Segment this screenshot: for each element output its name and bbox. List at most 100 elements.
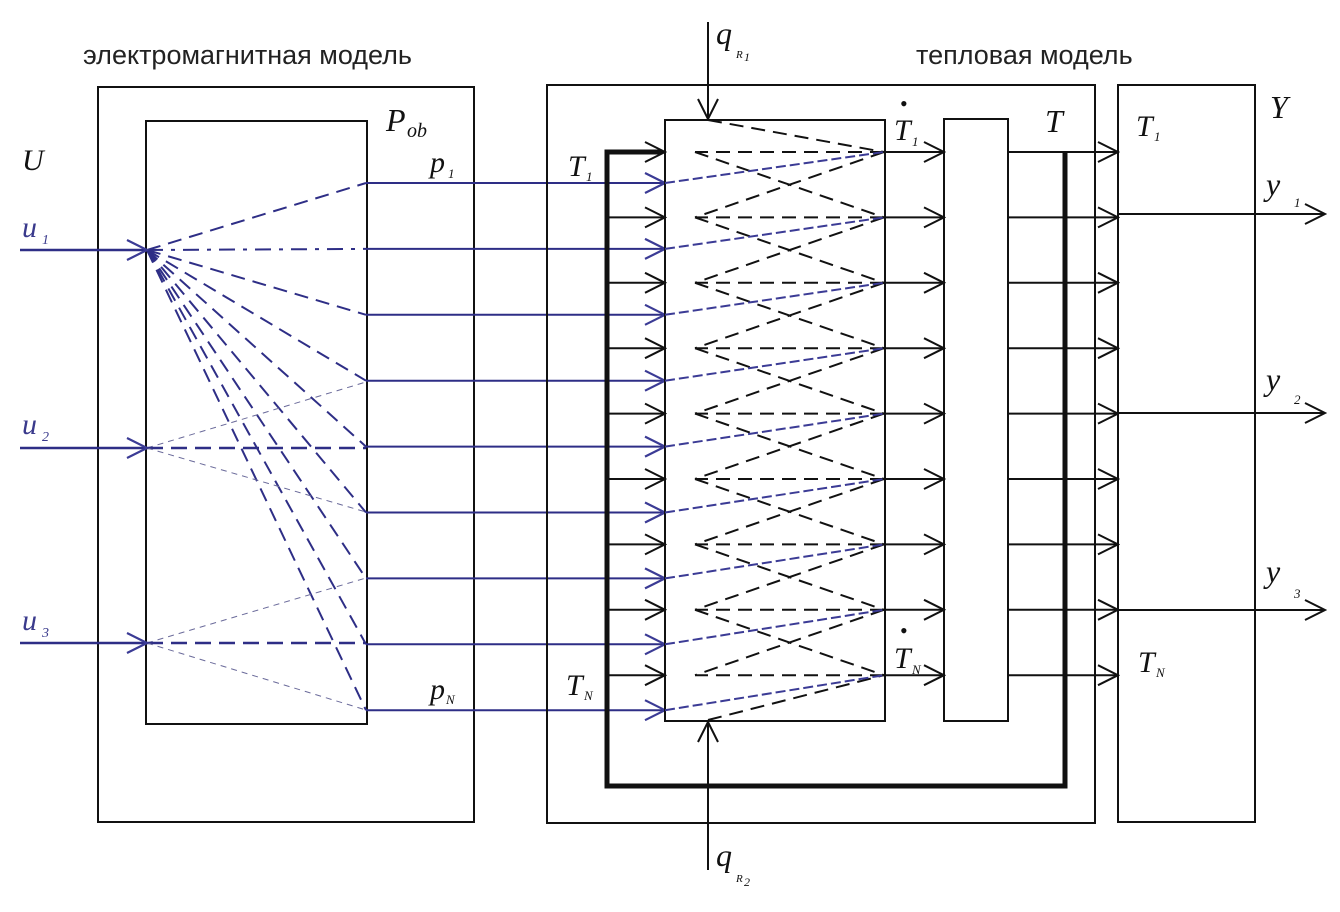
svg-text:2: 2 — [42, 430, 49, 445]
svg-text:p: p — [428, 146, 445, 179]
coupling-u1-p3 — [146, 249, 367, 316]
svg-text:T: T — [894, 114, 913, 147]
svg-text:y: y — [1263, 553, 1281, 589]
zigzag-up-5 — [694, 412, 885, 480]
output-block — [1117, 84, 1256, 823]
svg-text:1: 1 — [744, 50, 750, 64]
zigzag-up-2 — [694, 216, 885, 284]
svg-text:R: R — [735, 49, 743, 61]
svg-text:N: N — [583, 688, 594, 703]
power-vector-label: P ob — [385, 102, 427, 142]
power-p1-label: p 1 — [428, 146, 455, 181]
svg-text:N: N — [1155, 665, 1166, 680]
svg-text:y: y — [1263, 166, 1281, 202]
svg-text:y: y — [1263, 361, 1281, 397]
power-pN-label: p N — [428, 673, 456, 707]
input-u1-label: u 1 — [22, 211, 49, 248]
svg-text:2: 2 — [744, 875, 750, 889]
power-to-derivative-6 — [664, 478, 885, 514]
coupling-u1-p6 — [146, 249, 367, 514]
output-vector-label: Y — [1270, 89, 1291, 125]
svg-text:•: • — [900, 91, 908, 116]
power-signal-lines — [366, 183, 665, 710]
svg-text:u: u — [22, 408, 37, 441]
output-T1-label: T 1 — [1136, 110, 1161, 144]
electromagnetic-model-outer-block — [97, 86, 475, 823]
thermal-coupling-lines — [664, 119, 885, 721]
svg-text:R: R — [735, 873, 743, 885]
heat-flux-qR1-label: q R 1 — [716, 15, 750, 64]
temperature-signal-lines — [607, 152, 1118, 675]
power-to-derivative-8 — [664, 608, 885, 646]
power-to-derivative-7 — [664, 543, 885, 580]
coupling-u1-p4 — [146, 249, 367, 382]
zigzag-qR2 — [707, 674, 885, 721]
svg-text:ob: ob — [407, 120, 427, 142]
thermal-model-title: тепловая модель — [916, 40, 1133, 70]
svg-text:T: T — [1136, 110, 1155, 143]
power-to-derivative-2 — [664, 216, 885, 250]
svg-text:u: u — [22, 211, 37, 244]
coupling-u3-p0 — [146, 577, 367, 644]
power-to-derivative-9 — [664, 674, 885, 712]
output-y3-label: y 3 — [1263, 553, 1301, 601]
derivative-TN-label: • T N — [894, 618, 922, 677]
zigzag-up-7 — [694, 543, 885, 611]
coupling-u1-p2 — [146, 247, 367, 251]
svg-text:q: q — [716, 837, 732, 873]
coupling-u2-p2 — [146, 447, 367, 513]
svg-text:1: 1 — [1154, 129, 1161, 144]
zigzag-up-1 — [694, 151, 885, 219]
svg-text:N: N — [911, 662, 922, 677]
zigzag-qR1 — [707, 119, 885, 153]
input-u2-label: u 2 — [22, 408, 49, 445]
svg-text:•: • — [900, 618, 908, 643]
coupling-u1-p7 — [146, 249, 367, 579]
coupling-u1-p5 — [146, 249, 367, 448]
temperature-feedback-loop — [604, 149, 1068, 789]
svg-text:T: T — [1138, 646, 1157, 679]
zigzag-up-4 — [694, 347, 885, 415]
svg-text:N: N — [445, 692, 456, 707]
power-to-derivative-1 — [664, 151, 885, 184]
svg-text:P: P — [385, 102, 406, 138]
svg-text:1: 1 — [912, 134, 919, 149]
input-u3-label: u 3 — [22, 604, 49, 641]
svg-text:2: 2 — [1294, 392, 1301, 407]
output-y2-label: y 2 — [1263, 361, 1301, 407]
output-TN-label: T N — [1138, 646, 1166, 680]
svg-text:T: T — [894, 642, 913, 675]
svg-text:1: 1 — [42, 233, 49, 248]
svg-text:u: u — [22, 604, 37, 637]
svg-text:1: 1 — [586, 169, 593, 184]
zigzag-up-3 — [694, 281, 885, 350]
svg-text:3: 3 — [1293, 586, 1301, 601]
svg-text:q: q — [716, 15, 732, 51]
svg-text:T: T — [566, 669, 585, 702]
zigzag-up-6 — [694, 478, 885, 546]
heat-balance-block — [664, 119, 886, 722]
temperature-T1-label: T 1 — [568, 150, 593, 184]
temperature-TN-label: T N — [566, 669, 594, 703]
integrator-block — [943, 118, 1009, 722]
temperature-vector-label: T — [1045, 103, 1065, 139]
svg-text:T: T — [568, 150, 587, 183]
power-to-derivative-4 — [664, 347, 885, 382]
output-y1-label: y 1 — [1263, 166, 1301, 210]
svg-text:1: 1 — [1294, 195, 1301, 210]
electromagnetic-model-inner-block — [145, 120, 368, 725]
thermal-model-outer-block — [546, 84, 1096, 824]
coupling-u2-p0 — [146, 381, 367, 449]
power-to-derivative-5 — [664, 412, 885, 448]
coupling-u1-p1 — [146, 182, 367, 251]
input-vector-label: U — [22, 144, 46, 177]
heat-flux-qR2-label: q R 2 — [716, 837, 750, 889]
coupling-u3-p2 — [146, 642, 367, 711]
svg-text:3: 3 — [41, 626, 49, 641]
power-to-derivative-3 — [664, 281, 885, 316]
zigzag-up-8 — [694, 608, 885, 677]
input-signal-lines — [20, 250, 147, 643]
output-signal-lines — [1118, 214, 1325, 610]
